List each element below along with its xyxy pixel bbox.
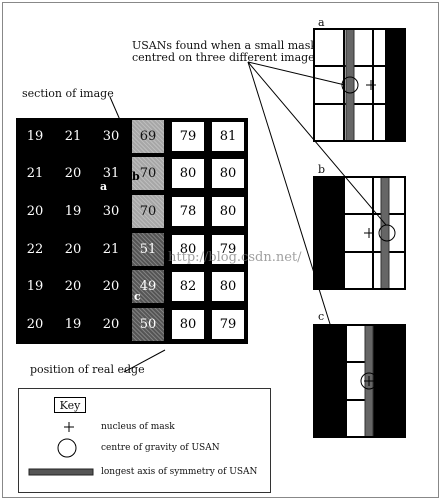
usan-panel-b — [313, 175, 406, 291]
grid-cell: 20 — [64, 166, 82, 181]
grid-cell: 20 — [64, 242, 82, 257]
bar-icon — [28, 468, 94, 476]
dark-region — [373, 326, 404, 436]
grid-cell: 21 — [26, 166, 44, 181]
grid-cell: 69 — [132, 120, 164, 153]
grid-cell: 20 — [102, 279, 120, 294]
usans-caption-line2: centred on three different image positio… — [132, 51, 369, 64]
grid-cell: 79 — [170, 120, 206, 153]
key-item-nucleus: nucleus of mask — [101, 422, 175, 432]
real-edge-label: position of real edge — [30, 363, 145, 376]
grid-cell: 20 — [26, 204, 44, 219]
grid-marker-c: c — [134, 290, 141, 303]
grid-cell: 79 — [210, 233, 246, 266]
circle-icon — [57, 438, 77, 458]
key-box: Key nucleus of mask centre of gravity of… — [18, 388, 271, 493]
nucleus-cross — [366, 80, 376, 90]
grid-cell: 80 — [170, 233, 206, 266]
grid-cell: 19 — [64, 204, 82, 219]
grid-cell: 82 — [170, 270, 206, 303]
panel-b-label: b — [318, 163, 326, 176]
grid-cell: 21 — [102, 242, 120, 257]
panel-c-label: c — [318, 310, 325, 323]
grid-cell: 21 — [64, 129, 82, 144]
nucleus-cross — [364, 228, 374, 238]
grid-cell: 19 — [26, 279, 44, 294]
panelB-drawing — [315, 175, 404, 291]
grid-cell: 70 — [132, 195, 164, 228]
grid-cell: 30 — [102, 129, 120, 144]
cross-icon — [64, 422, 74, 432]
nucleus-cross — [364, 376, 374, 386]
grid-marker-b: b — [132, 170, 140, 183]
leader-line-section — [109, 96, 121, 121]
grid-cell: 79 — [210, 308, 246, 341]
grid-cell: 80 — [210, 270, 246, 303]
usan-panel-a — [313, 27, 406, 143]
leader-line-b — [247, 61, 387, 226]
dark-region — [385, 30, 404, 140]
key-item-axis: longest axis of symmetry of USAN — [101, 467, 258, 477]
dark-region — [315, 326, 347, 436]
dark-region — [315, 178, 345, 288]
grid-cell: 19 — [26, 129, 44, 144]
panelC-drawing — [315, 323, 404, 439]
key-item-centre: centre of gravity of USAN — [101, 443, 220, 453]
grid-cell: 70 — [132, 157, 164, 190]
grid-cell: 80 — [210, 157, 246, 190]
leader-line-c — [247, 61, 346, 373]
watermark: http://blog.csdn.net/ — [168, 250, 302, 265]
figure-border — [2, 2, 439, 498]
grid-cell: 20 — [64, 279, 82, 294]
grid-cell: 30 — [102, 204, 120, 219]
usan-panel-c — [313, 323, 406, 439]
grid-cell: 49 — [132, 270, 164, 303]
centre-of-gravity-circle — [360, 372, 378, 390]
grid-cell: 80 — [210, 195, 246, 228]
leader-line-a — [247, 61, 346, 86]
panelA-drawing — [315, 27, 404, 143]
grid-cell: 50 — [132, 308, 164, 341]
grid-cell: 22 — [26, 242, 44, 257]
centre-of-gravity-circle — [341, 76, 359, 94]
grid-marker-a: a — [100, 180, 108, 193]
grid-cell: 51 — [132, 233, 164, 266]
grid-cell: 19 — [64, 317, 82, 332]
grid-cell: 78 — [170, 195, 206, 228]
grid-cell: 31 — [102, 166, 120, 181]
usans-caption-line1: USANs found when a small mask is — [132, 39, 330, 52]
centre-of-gravity-circle — [378, 224, 396, 242]
grid-cell: 80 — [170, 308, 206, 341]
leader-line-edge — [123, 349, 166, 373]
grid-cell: 20 — [26, 317, 44, 332]
grid-cell: 20 — [102, 317, 120, 332]
grid-cell: 81 — [210, 120, 246, 153]
key-title: Key — [54, 397, 86, 413]
panel-a-label: a — [318, 16, 325, 29]
section-of-image-label: section of image — [22, 87, 114, 100]
grid-cell: 80 — [170, 157, 206, 190]
